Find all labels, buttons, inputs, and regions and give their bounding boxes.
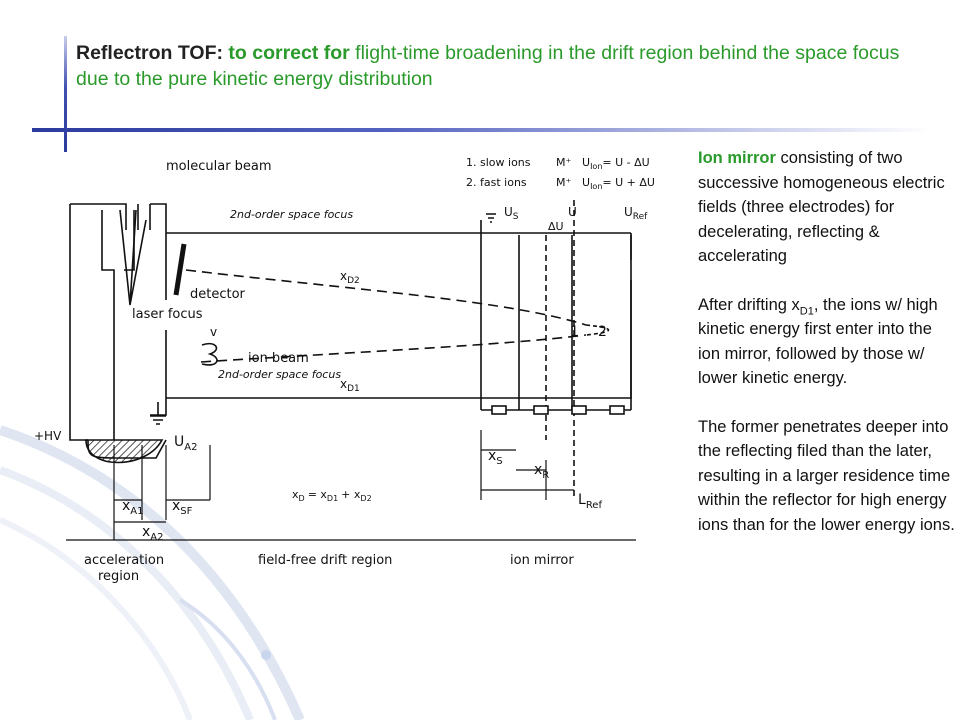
label-u: U <box>568 205 577 219</box>
label-2nd-order-space-focus-b: 2nd-order space focus <box>218 368 341 381</box>
detector-plate <box>173 243 187 296</box>
molecular-beam-lines <box>119 209 147 306</box>
title-vertical-rule <box>64 36 67 152</box>
legend-2-label: fast ions <box>480 176 527 189</box>
source-electrodes <box>101 210 135 440</box>
label-curve-1: 1 <box>570 324 579 340</box>
label-laser-focus: laser focus <box>132 307 203 322</box>
title-underline <box>32 128 932 132</box>
label-field-free-drift-region: field-free drift region <box>258 553 392 568</box>
label-x-a1: xA1 <box>122 498 144 517</box>
label-curve-2: 2 <box>598 324 607 340</box>
label-x-sf: xSF <box>172 498 193 517</box>
label-x-s: xS <box>488 448 503 467</box>
label-x-r: xR <box>534 462 549 481</box>
reflectron-schematic: molecular beam 2nd-order space focus det… <box>26 140 676 600</box>
drifting-text-a: After drifting x <box>698 295 800 314</box>
legend-2-m: M⁺ <box>556 176 571 189</box>
legend-2-num: 2. <box>466 176 477 189</box>
turning-point <box>585 324 610 336</box>
label-u-a2: UA2 <box>174 434 197 453</box>
label-hv: +HV <box>34 429 62 443</box>
label-x-d1: xD1 <box>340 377 360 394</box>
label-acceleration: acceleration <box>84 553 164 568</box>
drifting-text-b: , the ions w/ high kinetic energy first … <box>698 295 938 388</box>
label-detector: detector <box>190 287 246 302</box>
legend-1-num: 1. <box>466 156 477 169</box>
label-2nd-order-space-focus: 2nd-order space focus <box>230 208 353 221</box>
title-purpose: to correct for <box>222 42 350 64</box>
label-l-ref: LRef <box>578 492 602 511</box>
label-u-ref: URef <box>624 205 648 222</box>
label-u-s: US <box>504 205 519 222</box>
dimension-arrows <box>114 449 574 523</box>
dimension-extensions <box>66 430 636 541</box>
mirror-electrodes <box>480 220 632 410</box>
hv-hatched-region <box>85 439 164 464</box>
label-acceleration-region: region <box>98 569 139 584</box>
paragraph-penetration: The former penetrates deeper into the re… <box>698 417 955 534</box>
explanation-text: Ion mirror consisting of two successive … <box>698 146 956 561</box>
ground-symbol-mirror <box>486 213 496 223</box>
trajectory-upper <box>185 269 587 326</box>
legend-1-label: slow ions <box>480 156 531 169</box>
title-prefix: Reflectron TOF: <box>76 42 223 64</box>
legend-2-eq: UIon= U + ΔU <box>582 176 655 191</box>
ground-symbol <box>150 402 166 425</box>
legend-1-m: M⁺ <box>556 156 571 169</box>
label-xd-equation: xD= xD1+ xD2 <box>292 488 372 503</box>
legend-1-eq: UIon= U - ΔU <box>582 156 650 171</box>
label-molecular-beam: molecular beam <box>166 159 272 174</box>
label-x-a2: xA2 <box>142 524 164 543</box>
swoosh-dot <box>261 650 271 660</box>
drifting-subscript: D1 <box>799 304 814 317</box>
paragraph-ion-mirror: Ion mirror consisting of two successive … <box>698 146 956 269</box>
mirror-reference-lines <box>545 200 575 500</box>
schematic-drawing: molecular beam 2nd-order space focus det… <box>34 156 655 584</box>
label-delta-u: ΔU <box>548 220 564 233</box>
source-housing <box>69 203 167 441</box>
label-ion-mirror: ion mirror <box>510 553 574 568</box>
label-ion-beam: ion beam <box>248 351 309 366</box>
title-rest: flight-time broadening in the drift regi… <box>76 42 900 90</box>
ion-mirror-heading: Ion mirror <box>698 149 776 167</box>
paragraph-drifting: After drifting xD1, the ions w/ high kin… <box>698 293 956 391</box>
slide-title: Reflectron TOF: to correct for flight-ti… <box>76 40 936 92</box>
label-velocity: v <box>210 325 217 339</box>
label-x-d2: xD2 <box>340 269 360 286</box>
ion-mirror-description: consisting of two successive homogeneous… <box>698 149 945 265</box>
ion-beam-cloud <box>201 342 218 366</box>
